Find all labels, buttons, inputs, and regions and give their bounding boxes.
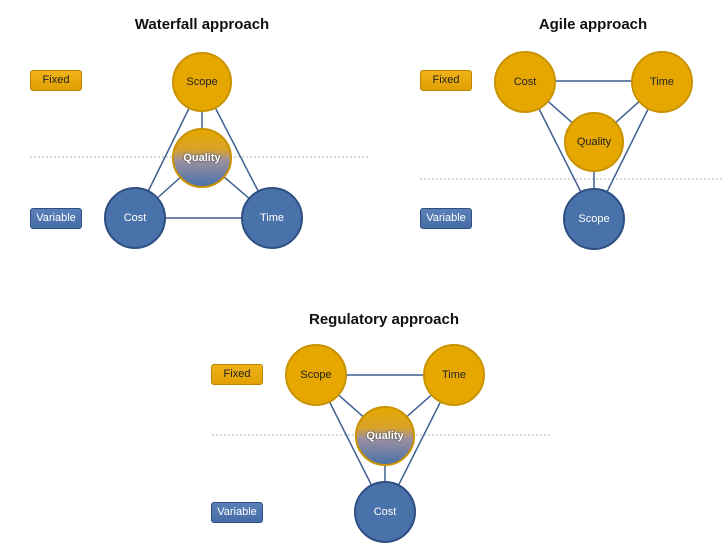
regulatory-time-node: Time: [423, 344, 485, 406]
waterfall-time-node: Time: [241, 187, 303, 249]
agile-variable-tag: Variable: [420, 208, 472, 229]
agile-quality-node: Quality: [564, 112, 624, 172]
regulatory-quality-node: Quality: [355, 406, 415, 466]
agile-scope-node: Scope: [563, 188, 625, 250]
agile-title: Agile approach: [538, 16, 648, 33]
waterfall-variable-tag: Variable: [30, 208, 82, 229]
waterfall-scope-node: Scope: [172, 52, 232, 112]
agile-fixed-tag: Fixed: [420, 70, 472, 91]
regulatory-variable-tag: Variable: [211, 502, 263, 523]
waterfall-quality-node: Quality: [172, 128, 232, 188]
waterfall-title: Waterfall approach: [134, 16, 270, 33]
regulatory-scope-node: Scope: [285, 344, 347, 406]
regulatory-cost-node: Cost: [354, 481, 416, 543]
agile-time-node: Time: [631, 51, 693, 113]
agile-cost-node: Cost: [494, 51, 556, 113]
regulatory-fixed-tag: Fixed: [211, 364, 263, 385]
regulatory-title: Regulatory approach: [308, 311, 460, 328]
waterfall-fixed-tag: Fixed: [30, 70, 82, 91]
waterfall-cost-node: Cost: [104, 187, 166, 249]
